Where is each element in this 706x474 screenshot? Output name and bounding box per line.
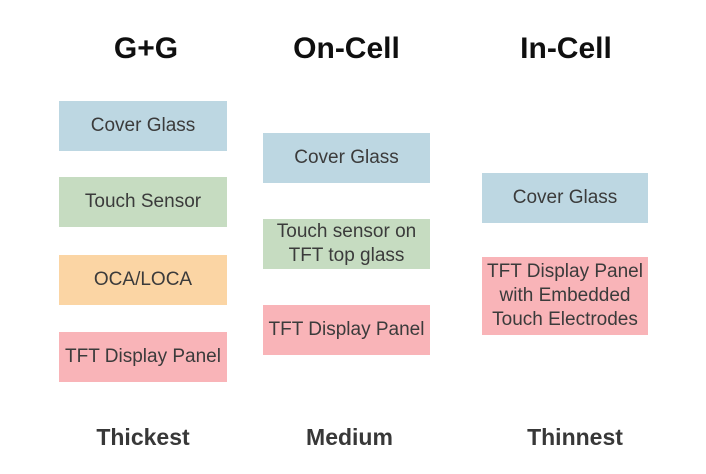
oncell-layer-touch-sensor-on-tft: Touch sensor on TFT top glass	[263, 219, 430, 269]
incell-layer-tft-embedded-touch: TFT Display Panel with Embedded Touch El…	[482, 257, 648, 335]
gg-layer-cover-glass: Cover Glass	[59, 101, 227, 151]
thickness-label-thinnest: Thinnest	[527, 424, 623, 450]
gg-layer-touch-sensor: Touch Sensor	[59, 177, 227, 227]
oncell-layer-cover-glass: Cover Glass	[263, 133, 430, 183]
gg-layer-oca-loca: OCA/LOCA	[59, 255, 227, 305]
incell-layer-cover-glass: Cover Glass	[482, 173, 648, 223]
thickness-label-medium: Medium	[306, 424, 393, 450]
column-title-g-plus-g: G+G	[113, 32, 179, 65]
column-title-in-cell: In-Cell	[520, 32, 612, 65]
oncell-layer-tft-display-panel: TFT Display Panel	[263, 305, 430, 355]
column-title-on-cell: On-Cell	[293, 32, 400, 65]
thickness-label-thickest: Thickest	[96, 424, 190, 450]
gg-layer-tft-display-panel: TFT Display Panel	[59, 332, 227, 382]
